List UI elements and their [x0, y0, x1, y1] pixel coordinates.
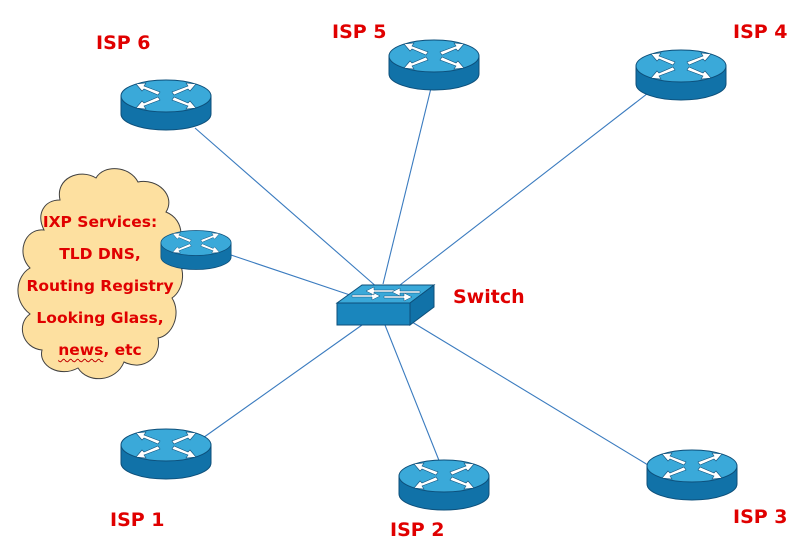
ixp-cloud: [17, 168, 183, 380]
router-isp2[interactable]: [398, 459, 490, 511]
label-switch: Switch: [453, 286, 525, 308]
label-isp1: ISP 1: [110, 509, 165, 531]
switch-device[interactable]: [335, 284, 436, 326]
router-isp6[interactable]: [120, 79, 212, 131]
label-isp3: ISP 3: [733, 506, 788, 528]
router-isp1[interactable]: [120, 428, 212, 480]
link-switch-isp6: [194, 127, 379, 289]
link-switch-isp1: [199, 324, 363, 441]
news-word: news: [58, 341, 104, 359]
label-isp5: ISP 5: [332, 21, 387, 43]
link-lines: [194, 83, 653, 466]
router-icon: [388, 39, 480, 91]
router-isp3[interactable]: [646, 449, 738, 501]
ixp-services-line: IXP Services:: [42, 213, 158, 231]
ixp-services-line: news, etc: [18, 334, 182, 366]
ixp-services-line: TLD DNS,: [59, 245, 141, 263]
ixp-services-line: Routing Registry: [26, 277, 174, 295]
router-icon: [120, 79, 212, 131]
label-isp4: ISP 4: [733, 21, 788, 43]
router-isp5[interactable]: [388, 39, 480, 91]
label-isp2: ISP 2: [390, 519, 445, 541]
etc-text: , etc: [103, 341, 142, 359]
link-switch-isp4: [399, 89, 653, 286]
router-icon: [646, 449, 738, 501]
label-isp6: ISP 6: [96, 32, 151, 54]
ixp-services-line: Looking Glass,: [36, 309, 164, 327]
ixp-services-text: IXP Services: TLD DNS, Routing Registry …: [18, 206, 182, 366]
router-icon: [635, 49, 727, 101]
link-switch-isp3: [411, 321, 649, 466]
link-switch-isp2: [384, 324, 441, 464]
router-icon: [398, 459, 490, 511]
router-isp4[interactable]: [635, 49, 727, 101]
router-icon: [120, 428, 212, 480]
link-switch-isp5: [382, 83, 433, 285]
link-switch-ixp: [227, 253, 351, 296]
switch-icon: [335, 284, 436, 326]
